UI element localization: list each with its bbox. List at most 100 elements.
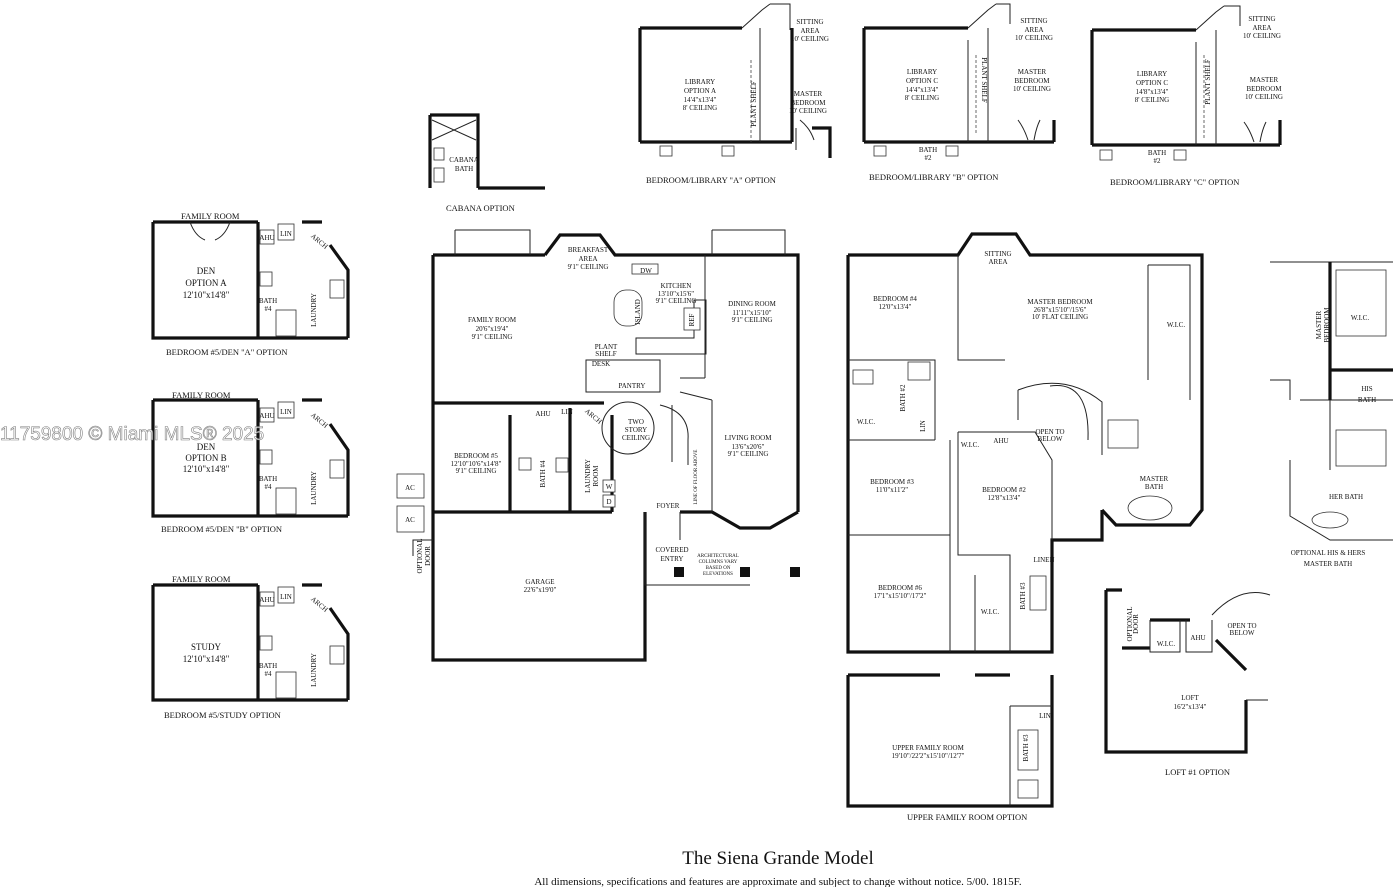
sitting-a-ceiling: 10' CEILING [791,35,829,43]
bedroom3-dims: 11'0"x11'2" [876,486,908,494]
loft-door2: DOOR [1132,614,1140,634]
den-b-ahu: AHU [259,412,274,420]
kitchen-ceiling: 9'1" CEILING [656,297,697,305]
den-a-dims: 12'10"x14'8" [183,290,230,300]
library-a-option: OPTION A [684,87,716,95]
plant-shelf: PLANT [595,343,618,351]
study-dims: 12'10"x14'8" [183,654,230,664]
master-b-name2: BEDROOM [1014,77,1050,85]
study-family: FAMILY ROOM [172,574,231,584]
stair-note: LINE OF FLOOR ABOVE [694,450,699,505]
ac-unit-2: AC [405,516,415,524]
his-hers-caption: OPTIONAL HIS & HERS [1291,549,1366,557]
laundry-room2: ROOM [592,465,600,487]
den-b-bath: BATH [259,475,277,483]
study-ahu: AHU [259,596,274,604]
den-a-name: DEN [197,266,216,276]
second-ahu: AHU [993,437,1008,445]
cabana-bath2: BATH [455,165,473,173]
master-a-name2: BEDROOM [790,99,826,107]
columns-note3: BASED ON [706,566,731,571]
library-c-dims: 14'8"x13'4" [1136,88,1169,96]
family-room-name: FAMILY ROOM [468,316,517,324]
den-a-option: OPTION A [185,278,227,288]
kitchen-island: ISLAND [634,299,642,325]
sitting-b2: AREA [1024,26,1043,34]
library-b-option: OPTION C [906,77,938,85]
two-story2: STORY [625,426,647,434]
den-a-bath: BATH [259,297,277,305]
den-b-option: OPTION B [185,453,226,463]
optional-door2: DOOR [424,546,432,566]
den-b-bath-num: #4 [265,483,273,491]
living-dims: 13'6"x20'6" [732,443,765,451]
bath2-c-num: #2 [1154,157,1162,165]
covered-entry2: ENTRY [661,555,684,563]
first-arch: ARCH [583,407,603,426]
kitchen-ref: REF [688,313,696,326]
loft-ahu: AHU [1190,634,1205,642]
bedroom4-name: BEDROOM #4 [873,295,917,303]
den-b-arch: ARCH [309,411,329,430]
bath3-label: BATH #3 [1019,582,1027,610]
den-b-family: FAMILY ROOM [172,390,231,400]
upper-family-dims: 19'10"/22'2"x15'10"/12'7" [892,752,965,760]
bedroom6-dims: 17'1"x15'10"/17'2" [874,592,927,600]
dining-dims: 11'11"x15'10" [732,309,771,317]
plant-shelf-b: PLANT SHELF [980,57,988,103]
dining-name: DINING ROOM [728,300,776,308]
covered-entry: COVERED [655,546,688,554]
first-ahu: AHU [535,410,550,418]
study-option: FAMILY ROOM STUDY 12'10"x14'8" AHU LIN A… [151,574,350,720]
breakfast-name: BREAKFAST [568,246,609,254]
upper-lin: LIN [1039,712,1051,720]
his-hers-master2: BEDROOM [1323,307,1331,343]
library-option-a: LIBRARY OPTION A 14'4"x13'4" 8' CEILING … [638,3,832,185]
den-b-lin: LIN [280,408,292,416]
optional-door: OPTIONAL [416,539,424,574]
plant-shelf2: SHELF [595,350,617,358]
den-a-ahu: AHU [259,234,274,242]
master-a-name: MASTER [794,90,823,98]
loft-name: LOFT [1181,694,1199,702]
his-hers-master: MASTER [1315,310,1323,339]
library-option-c: LIBRARY OPTION C 14'8"x13'4" 8' CEILING … [1090,5,1283,187]
loft-dims: 16'2"x13'4" [1174,703,1207,711]
bedroom2-dims: 12'8"x13'4" [988,494,1021,502]
mls-watermark: 11759800 © Miami MLS® 2025 [0,424,264,445]
study-lin: LIN [280,593,292,601]
library-b-ceiling: 8' CEILING [905,94,940,102]
library-c-ceiling: 8' CEILING [1135,96,1170,104]
dryer: D [606,498,611,506]
pantry-label: PANTRY [619,382,646,390]
study-arch: ARCH [309,595,329,614]
dining-ceiling: 9'1" CEILING [732,316,773,324]
model-title: The Siena Grande Model [682,848,874,869]
master-bedroom-dims: 26'8"x15'10"/15'6" [1034,306,1087,314]
library-c-name: LIBRARY [1137,70,1167,78]
caption-loft: LOFT #1 OPTION [1165,767,1230,777]
upper-family-name: UPPER FAMILY ROOM [892,744,964,752]
kitchen-dw: DW [640,267,652,275]
desk-label: DESK [592,360,610,368]
breakfast-name2: AREA [578,255,597,263]
loft-option: OPTIONAL DOOR W.I.C. AHU OPEN TO BELOW L… [1104,588,1271,777]
bath2-b: BATH [919,146,937,154]
bath2-b-num: #2 [925,154,933,162]
library-b-dims: 14'4"x13'4" [906,86,939,94]
kitchen-dims: 13'10"x15'6" [658,290,694,298]
library-a-name: LIBRARY [685,78,715,86]
cabana-option: CABANA BATH CABANA OPTION [428,113,545,213]
master-b-name: MASTER [1018,68,1047,76]
den-a-arch: ARCH [309,232,329,251]
kitchen-name: KITCHEN [661,282,692,290]
cabana-bath: CABANA [449,156,479,164]
columns-note2: COLUMNS VARY [699,560,738,565]
his-bath2: BATH [1358,396,1376,404]
bath2-c: BATH [1148,149,1166,157]
caption-library-a: BEDROOM/LIBRARY "A" OPTION [646,175,776,185]
master-b-ceiling: 10' CEILING [1013,85,1051,93]
den-b-name: DEN [197,442,216,452]
sitting-a: SITTING [796,18,823,26]
